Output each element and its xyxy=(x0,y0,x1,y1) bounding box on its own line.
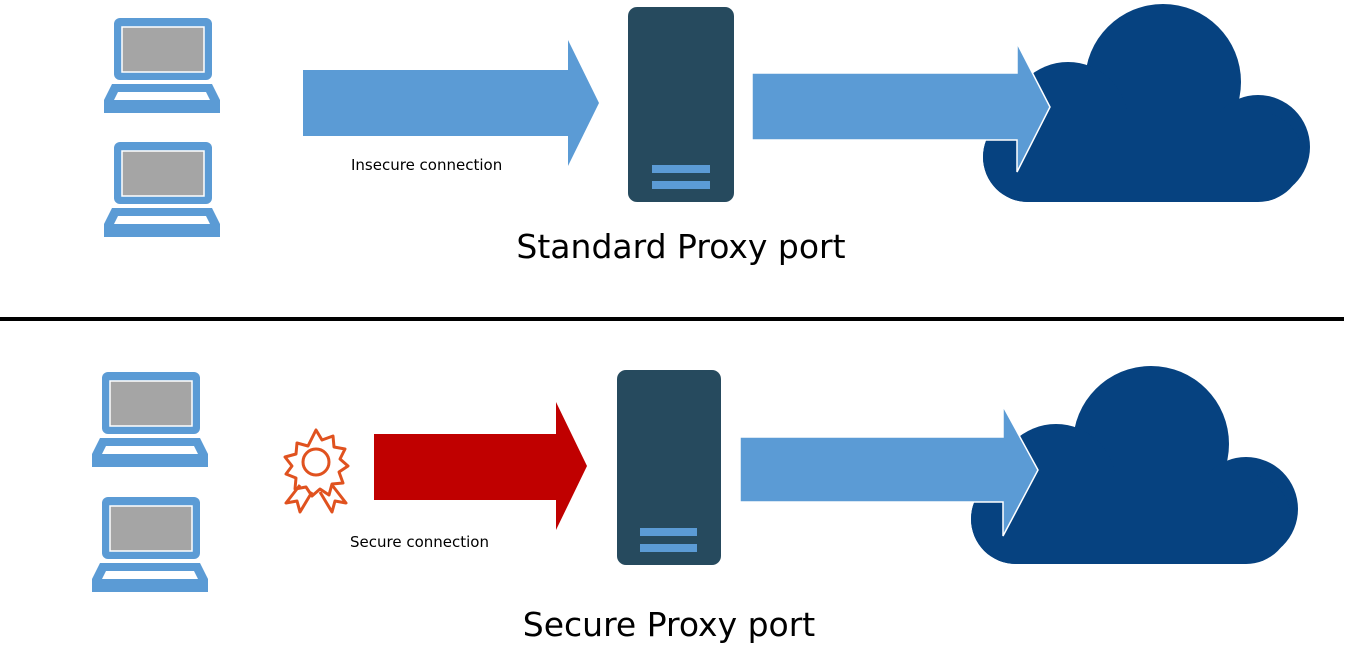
laptop-icon xyxy=(91,496,209,593)
secure-connection-arrow xyxy=(374,402,587,530)
insecure-connection-label: Insecure connection xyxy=(351,156,503,174)
proxy-server-icon xyxy=(628,7,734,202)
internet-arrow xyxy=(739,405,1039,537)
certificate-icon xyxy=(283,428,350,514)
internet-arrow xyxy=(751,42,1051,173)
secure-proxy-title: Secure Proxy port xyxy=(522,605,816,644)
proxy-server-icon xyxy=(617,370,721,565)
secure-connection-label: Secure connection xyxy=(350,533,489,551)
standard-proxy-title: Standard Proxy port xyxy=(516,227,846,266)
insecure-connection-arrow xyxy=(303,40,599,166)
laptop-icon xyxy=(103,141,221,238)
laptop-icon xyxy=(103,17,221,114)
laptop-icon xyxy=(91,371,209,468)
